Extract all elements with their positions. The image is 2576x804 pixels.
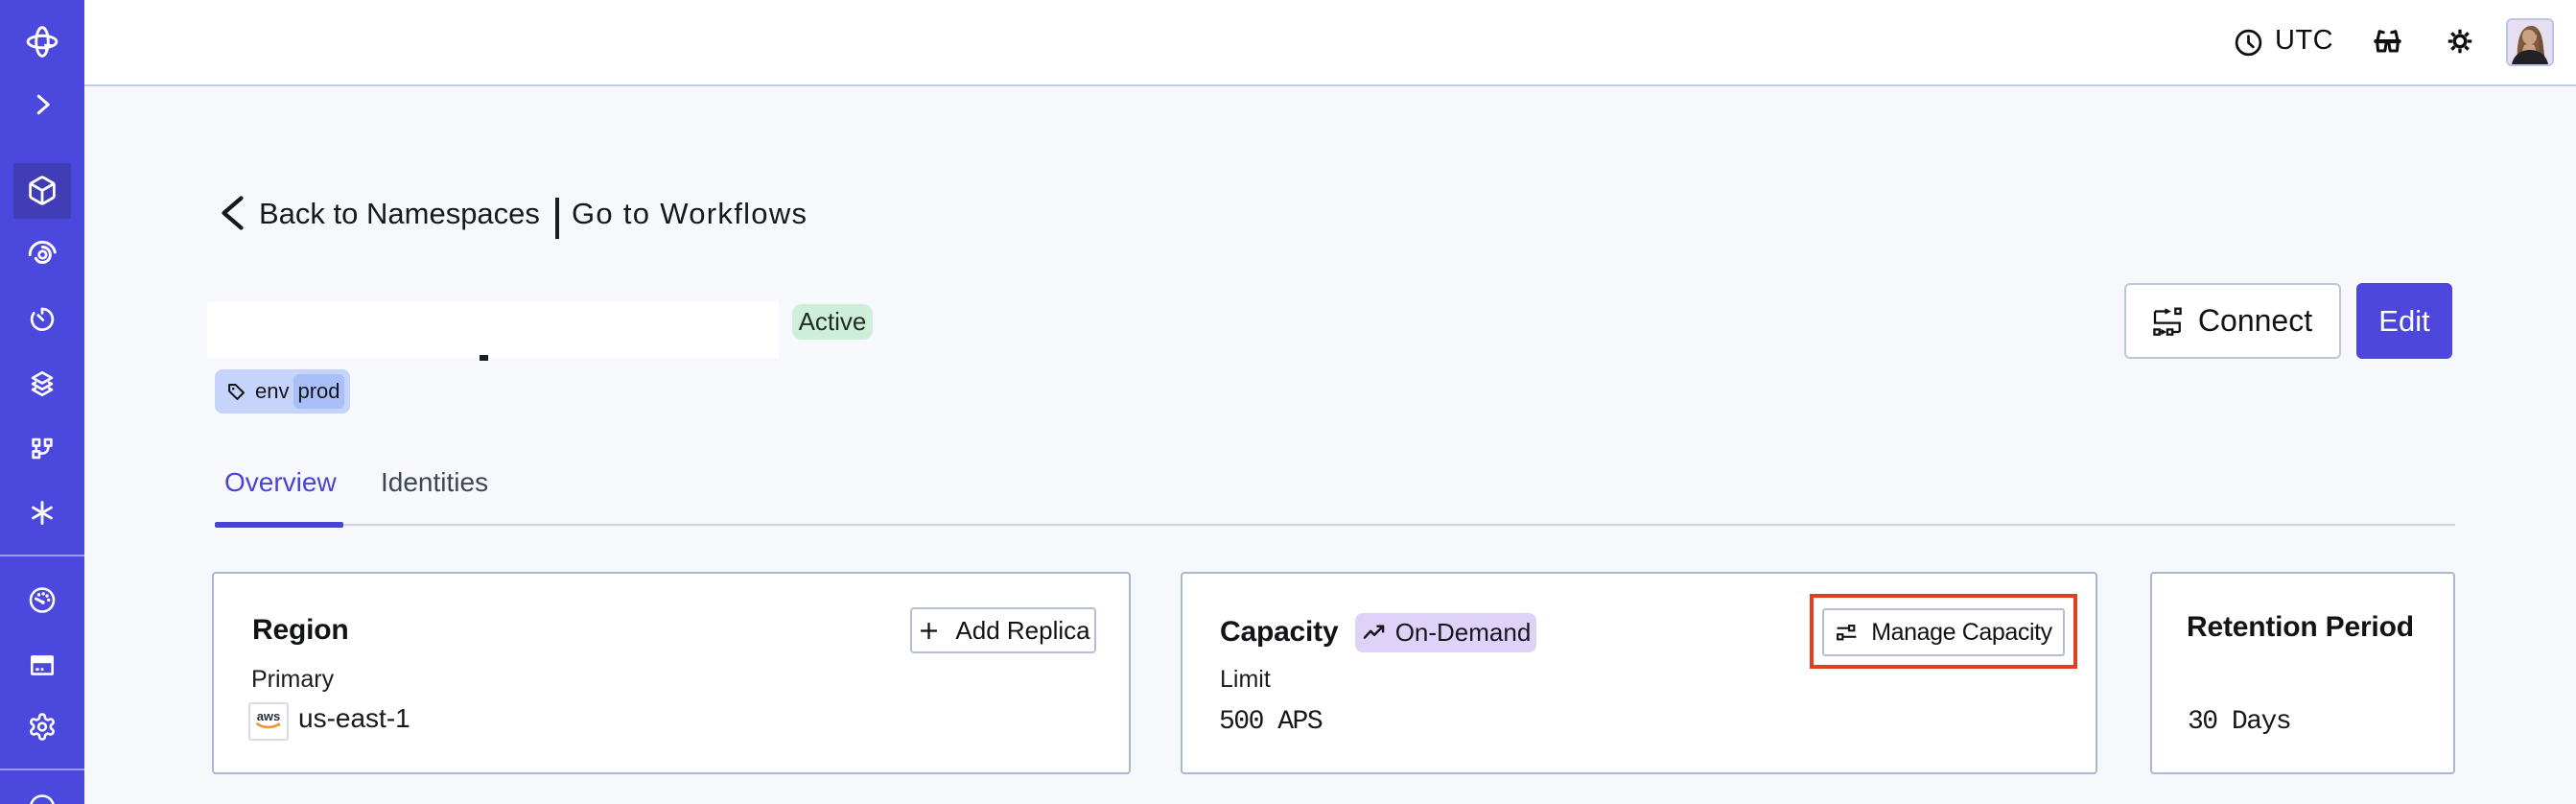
svg-text:aws: aws	[257, 709, 281, 723]
